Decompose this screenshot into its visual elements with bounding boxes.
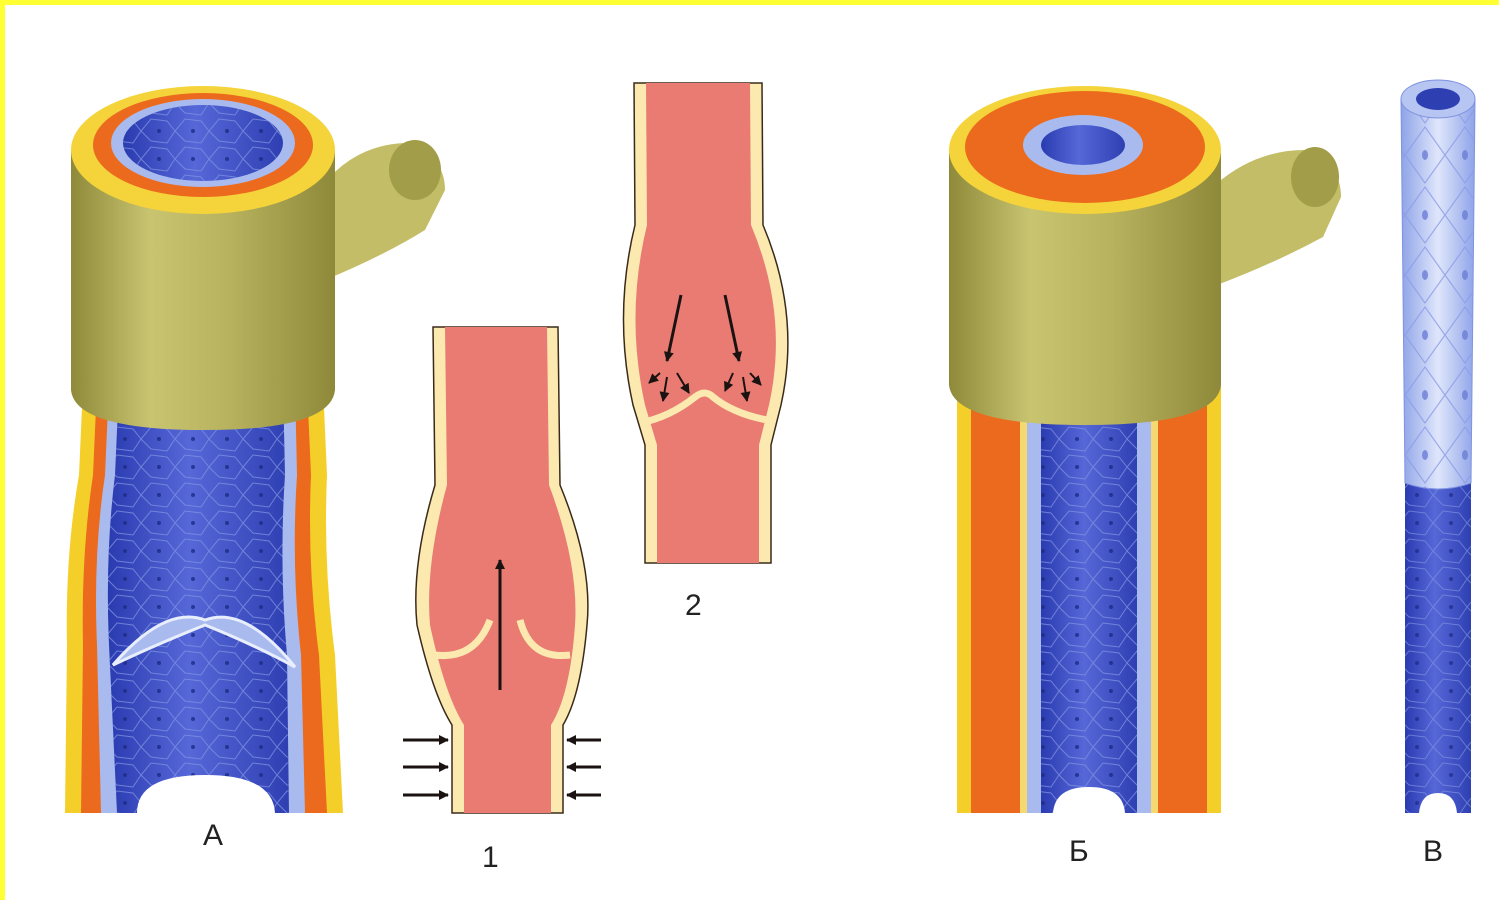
capillary-wall-cells	[1401, 100, 1475, 489]
capillary-top-lumen	[1416, 88, 1460, 110]
artery-lumen-cells	[1041, 385, 1137, 813]
artery-illustration	[949, 86, 1341, 813]
label-valve-closed: 2	[685, 591, 702, 621]
label-vein: А	[203, 821, 223, 851]
vein-lumen-cells	[108, 385, 289, 813]
capillary-open-cells	[1405, 483, 1471, 813]
vein-illustration	[65, 86, 445, 813]
vein-top-lumen-cells	[123, 105, 283, 181]
valve-open-illustration	[403, 327, 601, 813]
vein-branch-end	[389, 140, 441, 200]
artery-branch-end	[1291, 147, 1339, 207]
label-valve-open: 1	[482, 843, 499, 873]
artery-top-lumen	[1041, 125, 1125, 165]
label-artery: Б	[1069, 837, 1089, 867]
capillary-illustration	[1401, 80, 1475, 813]
blood-vessels-diagram	[5, 5, 1499, 900]
valve-closed-illustration	[623, 83, 787, 563]
label-capillary: В	[1423, 837, 1443, 867]
